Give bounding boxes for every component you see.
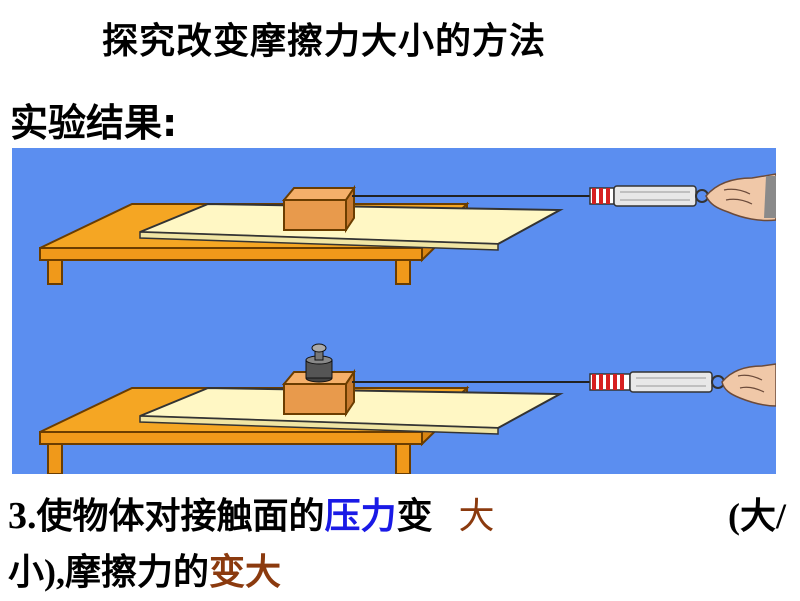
conclusion-line-1: 3.使物体对接触面的压力变大 (大/ bbox=[8, 488, 792, 544]
conclusion-text: 3.使物体对接触面的压力变大(大/ 小),摩擦力的变大 bbox=[8, 488, 792, 600]
wooden-block-top bbox=[281, 187, 356, 201]
choice-hint-end: 小), bbox=[8, 552, 65, 592]
answer-text: 大 bbox=[458, 496, 495, 537]
table-leg bbox=[47, 443, 63, 474]
spring-scale bbox=[589, 185, 709, 207]
bottom-setup bbox=[39, 343, 776, 474]
hand bbox=[705, 173, 776, 222]
top-setup bbox=[39, 173, 776, 285]
conclusion-mid: 变 bbox=[396, 496, 433, 537]
conclusion-friction: 摩擦力的 bbox=[65, 552, 210, 593]
table-leg bbox=[395, 259, 411, 285]
item-number: 3. bbox=[8, 495, 37, 537]
highlight-pressure: 压力 bbox=[324, 496, 397, 537]
experiment-illustration bbox=[12, 148, 776, 474]
page-title: 探究改变摩擦力大小的方法 bbox=[102, 21, 547, 62]
hand bbox=[721, 363, 776, 407]
weight bbox=[305, 343, 333, 383]
choice-hint: (大/ bbox=[728, 496, 786, 536]
wooden-block bbox=[283, 383, 347, 415]
section-subtitle: 实验结果: bbox=[10, 101, 178, 145]
conclusion-line-2: 小),摩擦力的变大 bbox=[8, 544, 792, 600]
table-leg bbox=[395, 443, 411, 474]
wooden-block bbox=[283, 199, 347, 231]
conclusion-prefix: 使物体对接触面的 bbox=[36, 496, 325, 537]
table-leg bbox=[47, 259, 63, 285]
spring-scale bbox=[589, 371, 725, 393]
highlight-increase: 变大 bbox=[209, 552, 282, 593]
